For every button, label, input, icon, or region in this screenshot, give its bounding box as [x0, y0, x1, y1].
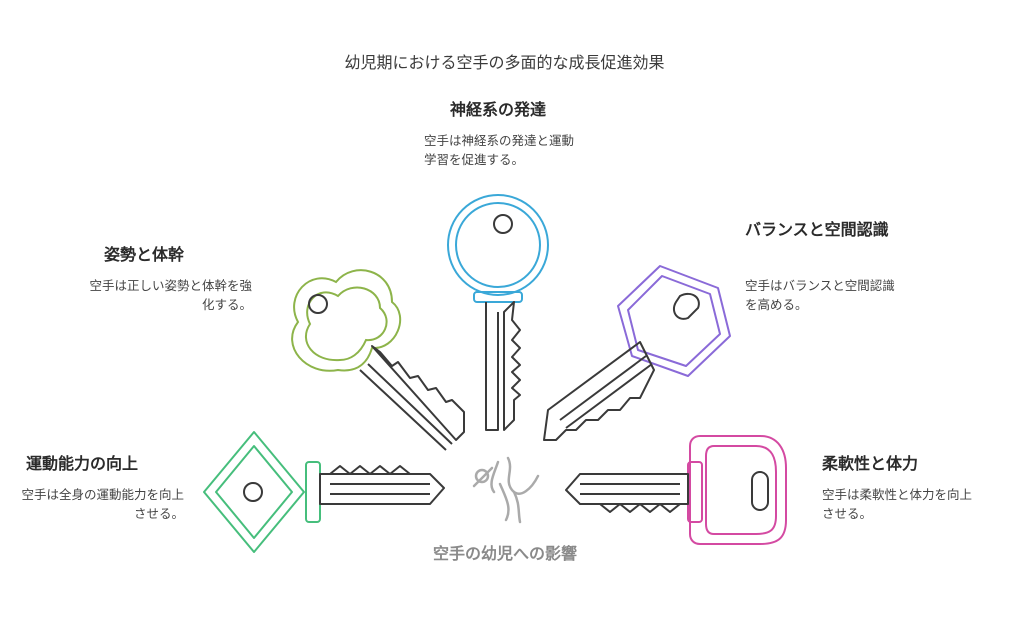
motor-heading: 運動能力の向上 — [26, 454, 139, 473]
posture-description: 空手は正しい姿勢と体幹を強化する。 — [89, 278, 252, 312]
neural-key-icon — [447, 194, 549, 431]
motor-key-icon — [203, 431, 445, 553]
flexibility-key-icon — [565, 435, 787, 545]
balance-description: 空手はバランスと空間認識を高める。 — [745, 278, 895, 312]
neural-heading: 神経系の発達 — [449, 100, 546, 119]
balance-heading: バランスと空間認識 — [745, 220, 889, 239]
posture-key-icon — [291, 269, 465, 451]
flexibility-description: 空手は柔軟性と体力を向上させる。 — [822, 487, 973, 521]
flexibility-heading: 柔軟性と体力 — [822, 454, 919, 473]
balance-key-icon — [543, 265, 731, 441]
motor-description: 空手は全身の運動能力を向上させる。 — [21, 487, 184, 521]
posture-heading: 姿勢と体幹 — [104, 245, 185, 264]
karate-figure-icon — [472, 456, 540, 524]
neural-description: 空手は神経系の発達と運動学習を促進する。 — [424, 133, 575, 167]
center-label: 空手の幼児への影響 — [432, 544, 577, 563]
diagram-title: 幼児期における空手の多面的な成長促進効果 — [344, 53, 665, 72]
